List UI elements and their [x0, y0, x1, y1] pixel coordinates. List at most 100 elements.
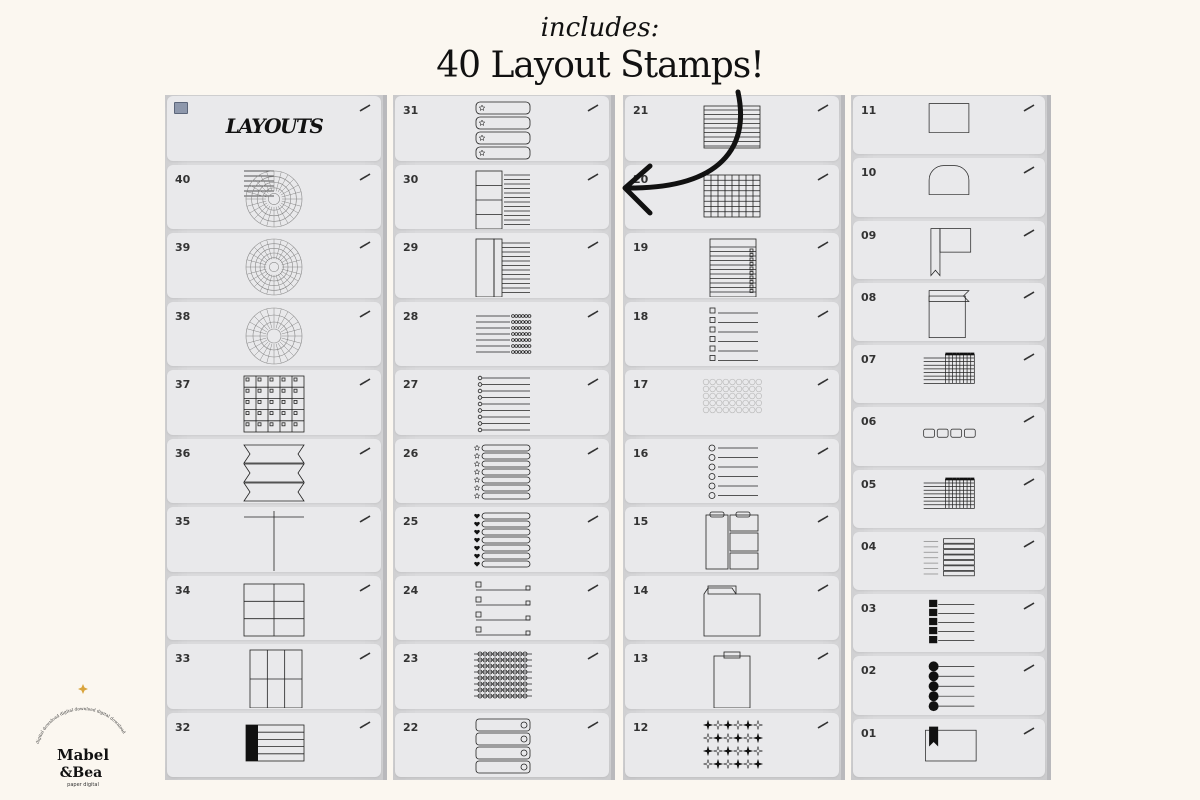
- stamp-number: 14: [633, 583, 649, 597]
- stamp-row[interactable]: 39: [167, 233, 381, 298]
- stamp-row[interactable]: 37: [167, 370, 381, 435]
- stamp-number: 01: [861, 726, 877, 740]
- bookmark-flag-icon: [930, 227, 972, 277]
- stamp-row[interactable]: 01: [853, 718, 1045, 777]
- pencil-icon: [1023, 353, 1035, 361]
- stamp-number: 11: [861, 104, 877, 117]
- stamp-row[interactable]: 17: [625, 370, 839, 435]
- brand-tagline: paper digital: [67, 782, 99, 788]
- stamp-row[interactable]: 11: [853, 96, 1045, 155]
- stamp-row[interactable]: 07: [853, 345, 1045, 404]
- pencil-icon: [817, 446, 829, 455]
- stamp-row[interactable]: 16: [625, 438, 839, 503]
- folder-icon: [703, 585, 761, 636]
- habit-tracker-icon: [923, 352, 975, 384]
- stamp-row[interactable]: 09: [853, 220, 1045, 279]
- stamp-row[interactable]: 12: [625, 712, 839, 777]
- stamp-row[interactable]: 03: [853, 594, 1045, 653]
- pencil-icon: [817, 378, 829, 386]
- stamp-number: 13: [633, 652, 649, 665]
- stamp-row[interactable]: 23: [395, 644, 609, 709]
- spiral-grid-icon: [244, 170, 303, 227]
- stamp-row[interactable]: 33: [167, 644, 381, 709]
- pencil-icon: [1023, 664, 1035, 673]
- stamp-row[interactable]: 05: [853, 469, 1045, 528]
- stamp-row[interactable]: 31: [395, 96, 609, 161]
- pencil-icon: [359, 241, 371, 249]
- table-lines-2-icon: [475, 238, 530, 297]
- circle-list-icon: [708, 444, 758, 499]
- stamp-number: 05: [861, 477, 877, 491]
- stamp-number: 27: [403, 378, 419, 391]
- stamp-row[interactable]: 28: [395, 301, 609, 366]
- stamp-row[interactable]: LAYOUTS: [167, 96, 381, 161]
- pencil-icon: [359, 104, 371, 112]
- stamp-number: 30: [403, 172, 419, 186]
- stamp-column-4: 11 10 09 08 07 06 05 04 03 02 01: [851, 95, 1051, 780]
- stamp-number: 12: [633, 720, 649, 734]
- stamp-row[interactable]: 04: [853, 531, 1045, 591]
- pencil-icon: [359, 446, 371, 455]
- pencil-icon: [359, 720, 371, 729]
- stamp-row[interactable]: 34: [167, 575, 381, 640]
- stamp-row[interactable]: 27: [395, 370, 609, 435]
- stamp-row[interactable]: 40: [167, 164, 381, 229]
- stamp-row[interactable]: 30: [395, 164, 609, 229]
- pencil-icon: [1023, 727, 1035, 735]
- stamp-row[interactable]: 38: [167, 301, 381, 366]
- scrollbar[interactable]: [383, 95, 387, 780]
- pencil-icon: [359, 378, 371, 386]
- stamp-row[interactable]: 35: [167, 507, 381, 572]
- stamp-row[interactable]: 06: [853, 407, 1045, 466]
- stamp-number: 26: [403, 446, 419, 460]
- check-bars-icon: [475, 581, 531, 635]
- stamp-number: 09: [861, 228, 877, 242]
- stamp-row[interactable]: 22: [395, 712, 609, 777]
- stamp-row[interactable]: 20: [625, 164, 839, 229]
- pencil-icon: [587, 241, 599, 249]
- pencil-icon: [1023, 291, 1035, 299]
- stamp-row[interactable]: 24: [395, 575, 609, 640]
- pencil-icon: [817, 172, 829, 181]
- curved-arrow-icon: [622, 89, 744, 216]
- pencil-icon: [587, 515, 599, 523]
- ring-text: digital download digital download digita…: [35, 706, 127, 744]
- checkbox-grid-icon: [243, 375, 305, 433]
- tab-top-icon: [928, 103, 970, 133]
- pencil-icon: [587, 309, 599, 318]
- stamp-row[interactable]: 15: [625, 507, 839, 572]
- stamp-row[interactable]: 14: [625, 575, 839, 640]
- dot-lines-icon: [476, 313, 532, 354]
- pencil-icon: [1023, 166, 1035, 174]
- stamp-number: 22: [403, 720, 419, 734]
- stamp-number: 03: [861, 602, 877, 616]
- checklist-box-icon: [709, 238, 757, 297]
- stamp-row[interactable]: 02: [853, 656, 1045, 715]
- pencil-icon: [1023, 540, 1035, 548]
- pencil-icon: [817, 720, 829, 729]
- pencil-icon: [587, 104, 599, 112]
- scrollbar[interactable]: [611, 95, 615, 780]
- heart-bars-icon: [474, 512, 531, 568]
- star-pills-icon: [475, 101, 531, 160]
- stamp-row[interactable]: 19: [625, 233, 839, 298]
- pencil-icon: [817, 309, 829, 318]
- scrollbar[interactable]: [841, 95, 845, 780]
- stamp-row[interactable]: 26: [395, 438, 609, 503]
- stamp-row[interactable]: 18: [625, 301, 839, 366]
- stamp-row[interactable]: 29: [395, 233, 609, 298]
- stamp-number: 40: [175, 172, 191, 186]
- stamp-row[interactable]: 13: [625, 644, 839, 709]
- stamp-number: 07: [861, 353, 877, 367]
- brand-name-line2: &Bea: [60, 765, 102, 781]
- scrollbar[interactable]: [1047, 95, 1051, 780]
- stamp-row[interactable]: 36: [167, 438, 381, 503]
- headline: 40 Layout Stamps!: [436, 45, 764, 86]
- stamp-row[interactable]: 25: [395, 507, 609, 572]
- stamp-number: 31: [403, 104, 419, 117]
- tab-bars-icon: [475, 718, 531, 773]
- stamp-row[interactable]: 32: [167, 712, 381, 777]
- stamp-row[interactable]: 08: [853, 282, 1045, 342]
- stamp-row[interactable]: 10: [853, 158, 1045, 217]
